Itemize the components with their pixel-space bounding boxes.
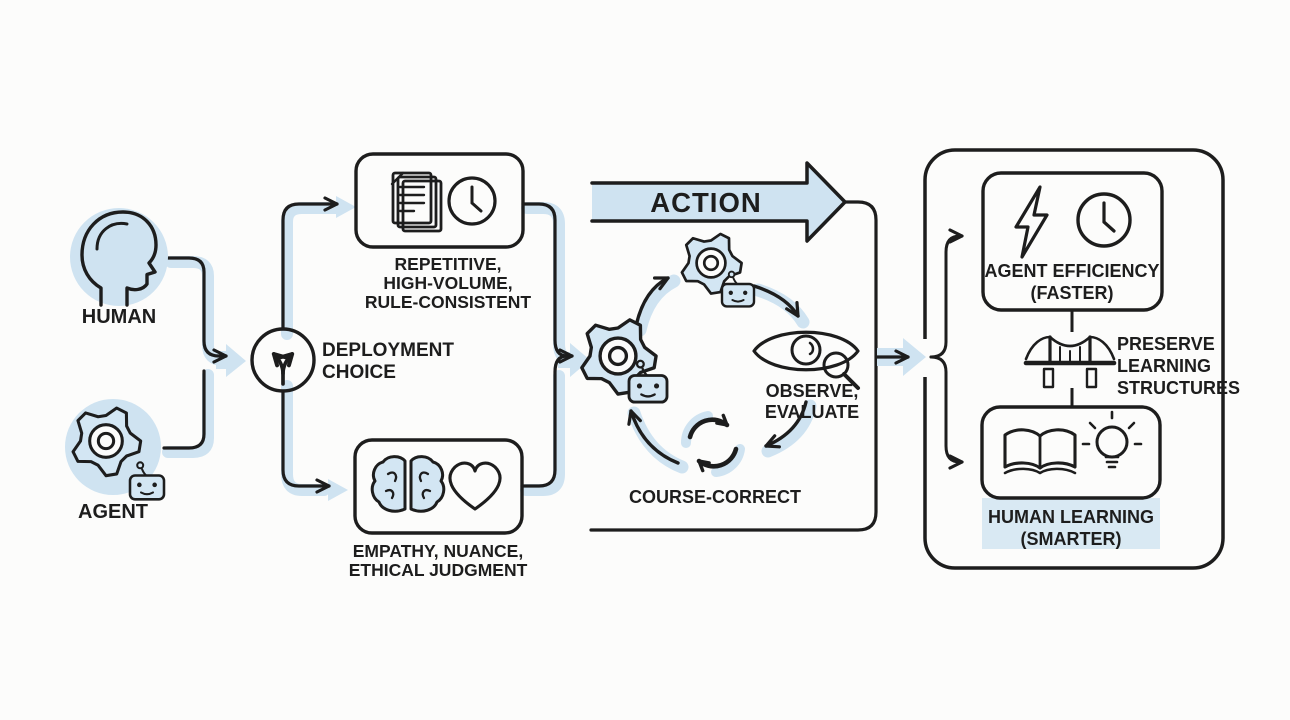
- agent-label: AGENT: [78, 501, 148, 523]
- human-tasks-box: [353, 438, 524, 535]
- action-label: ACTION: [650, 187, 761, 218]
- course-correct-label: COURSE-CORRECT: [629, 487, 801, 507]
- agent-outcome-line1: AGENT EFFICIENCY: [984, 261, 1159, 281]
- decision-label-line2: CHOICE: [322, 362, 396, 383]
- loop-container: [589, 200, 878, 532]
- decision-label-line1: DEPLOYMENT: [322, 340, 454, 361]
- human-outcome-line1: HUMAN LEARNING: [988, 507, 1154, 527]
- heart-icon: [448, 461, 502, 511]
- documents-icon: [390, 171, 443, 233]
- agent-node: [65, 399, 166, 501]
- loop-arc-act-to-observe: [752, 284, 800, 318]
- bridge-label-line3: STRUCTURES: [1117, 378, 1240, 398]
- agent-tasks-line1: REPETITIVE,: [395, 254, 502, 274]
- action-arrow: [590, 161, 847, 243]
- fork-to-agent-outcome: [929, 228, 964, 359]
- bridge-icon: [1023, 335, 1117, 389]
- human-tasks-line1: EMPATHY, NUANCE,: [353, 541, 523, 561]
- lightbulb-icon: [1081, 410, 1143, 469]
- bridge-label-line1: PRESERVE: [1117, 334, 1215, 354]
- eye-magnifier-icon: [752, 330, 860, 390]
- human-outcome-label-band: [982, 498, 1160, 549]
- clock-icon: [447, 176, 497, 226]
- observe-label-line2: EVALUATE: [765, 402, 859, 422]
- loop-arc-observe-to-correct: [764, 400, 808, 449]
- agent-tasks-line2: HIGH-VOLUME,: [383, 273, 512, 293]
- agent-outcome-box: [981, 171, 1164, 312]
- agent-tasks-line3: RULE-CONSISTENT: [365, 292, 532, 312]
- observe-label-line1: OBSERVE,: [766, 381, 859, 401]
- decision-node: [250, 327, 316, 393]
- head-profile-icon: [80, 210, 158, 307]
- human-tasks-line2: ETHICAL JUDGMENT: [349, 560, 528, 580]
- clock-icon: [1076, 192, 1132, 248]
- human-outcome-box: [980, 405, 1162, 549]
- human-outcome-line2: (SMARTER): [1021, 529, 1122, 549]
- connector-layer: [162, 196, 964, 494]
- decision-to-agent-tasks-connector: [281, 196, 339, 331]
- human-to-decision-connector: [165, 256, 228, 364]
- loop-execute-node: [580, 318, 669, 404]
- bridge-label-line2: LEARNING: [1117, 356, 1211, 376]
- brain-icon: [370, 455, 446, 513]
- agent-to-decision-connector: [162, 369, 206, 450]
- open-book-icon: [1003, 428, 1077, 475]
- human-node: [70, 208, 168, 307]
- human-label: HUMAN: [82, 306, 156, 328]
- agent-tasks-box: [354, 152, 525, 249]
- lightning-icon: [1014, 185, 1049, 259]
- refresh-icon: [687, 413, 739, 473]
- loop-arc-correct-to-execute: [627, 409, 680, 465]
- branch-arrows-icon: [271, 351, 295, 386]
- agent-outcome-line2: (FASTER): [1031, 283, 1114, 303]
- decision-to-human-tasks-connector: [281, 389, 331, 494]
- loop-arc-execute-to-act: [634, 276, 670, 328]
- loop-act-node: [680, 232, 756, 308]
- fork-to-human-outcome: [929, 355, 964, 470]
